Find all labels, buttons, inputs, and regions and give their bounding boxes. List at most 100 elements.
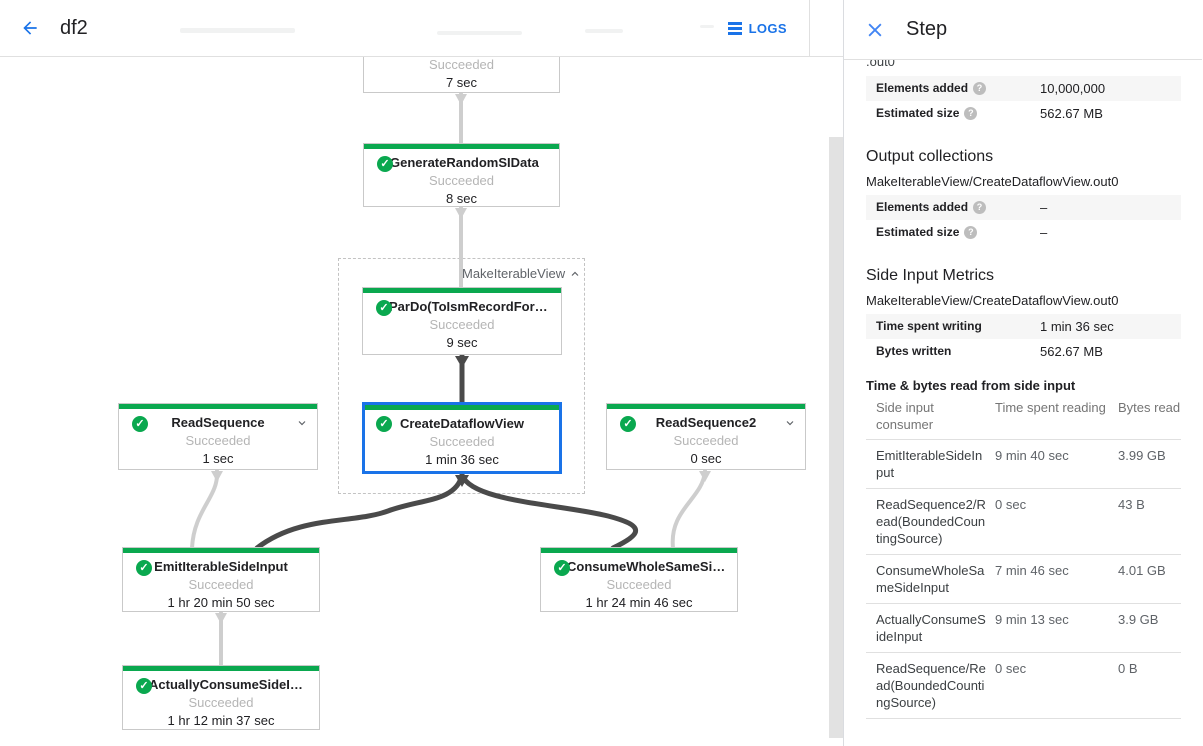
close-icon <box>868 23 882 36</box>
node-title: ParDo(ToIsmRecordFor… <box>389 299 548 314</box>
metric-value: 562.67 MB <box>1040 344 1103 359</box>
success-check-icon: ✓ <box>620 416 636 432</box>
table-row: ReadSequence/Read(BoundedCountingSource)… <box>866 652 1181 719</box>
metric-label: Bytes written <box>876 344 952 358</box>
group-label-row[interactable]: MakeIterableView <box>462 266 581 281</box>
side-input-metric-rows: Time spent writing 1 min 36 sec Bytes wr… <box>866 314 1181 364</box>
success-check-icon: ✓ <box>136 678 152 694</box>
expand-node-button[interactable] <box>296 417 308 432</box>
metric-value: – <box>1040 200 1048 215</box>
column-header: Bytes read <box>1118 400 1181 415</box>
bytes-read: 3.99 GB <box>1118 448 1166 463</box>
status-bar <box>541 548 737 553</box>
metric-row: Elements added? – <box>866 195 1181 220</box>
panel-title: Step <box>906 18 948 40</box>
node-truncated-top[interactable]: Succeeded 7 sec <box>363 57 560 93</box>
metric-row: Bytes written 562.67 MB <box>866 339 1181 364</box>
node-title: ReadSequence <box>171 415 265 430</box>
bytes-read: 3.9 GB <box>1118 612 1159 627</box>
success-check-icon: ✓ <box>132 416 148 432</box>
column-header: Side input consumer <box>876 400 934 432</box>
consumer-name: ReadSequence/Read(BoundedCountingSource) <box>876 661 986 710</box>
node-readsequence2[interactable]: ✓ ReadSequence2 Succeeded 0 sec <box>606 403 806 470</box>
metric-value: 10,000,000 <box>1040 81 1106 96</box>
success-check-icon: ✓ <box>136 560 152 576</box>
redacted-text <box>437 31 522 35</box>
chevron-down-icon <box>786 421 794 426</box>
node-title: GenerateRandomSIData <box>390 155 539 170</box>
clipped-collection-text: .out0 <box>866 60 895 69</box>
node-title: EmitIterableSideInput <box>154 559 288 574</box>
output-collection-name: MakeIterableView/CreateDataflowView.out0 <box>866 174 1119 189</box>
chevron-down-icon <box>298 421 306 426</box>
node-status: Succeeded <box>429 317 495 332</box>
node-consumewholesamesideinput[interactable]: ✓ ConsumeWholeSameSi… Succeeded 1 hr 24 … <box>540 547 738 612</box>
graph-edges <box>190 92 711 667</box>
table-row: ActuallyConsumeSideInput 9 min 13 sec 3.… <box>866 603 1181 652</box>
step-panel: Step .out0 Elements added? 10,000,000 Es… <box>844 0 1202 746</box>
expand-node-button[interactable] <box>784 417 796 432</box>
consumer-name: EmitIterableSideInput <box>876 448 983 480</box>
table-header-row: Side input consumer Time spent reading B… <box>866 397 1181 439</box>
logs-list-icon <box>727 22 742 35</box>
column-header: Time spent reading <box>995 400 1106 415</box>
node-time: 1 hr 20 min 50 sec <box>167 595 275 610</box>
node-time: 1 hr 12 min 37 sec <box>167 713 275 728</box>
help-icon[interactable]: ? <box>964 107 978 120</box>
step-panel-body[interactable]: .out0 Elements added? 10,000,000 Estimat… <box>844 60 1202 746</box>
status-bar <box>119 404 317 409</box>
metric-row: Estimated size? 562.67 MB <box>866 101 1181 126</box>
metric-value: – <box>1040 225 1048 240</box>
vertical-scrollbar[interactable] <box>829 137 843 738</box>
metric-row: Elements added? 10,000,000 <box>866 76 1181 101</box>
job-graph-canvas[interactable]: MakeIterableView Succeeded 7 sec ✓ Gener… <box>0 57 843 746</box>
node-actuallyconsumesideinput[interactable]: ✓ ActuallyConsumeSideI… Succeeded 1 hr 1… <box>122 665 320 730</box>
metric-value: 1 min 36 sec <box>1040 319 1114 334</box>
metric-row: Estimated size? – <box>866 220 1181 245</box>
node-status: Succeeded <box>428 57 495 72</box>
close-panel-button[interactable] <box>865 20 885 40</box>
step-panel-header: Step <box>844 0 1202 60</box>
help-icon[interactable]: ? <box>973 82 987 95</box>
node-title: ReadSequence2 <box>655 415 757 430</box>
node-time: 1 hr 24 min 46 sec <box>585 595 693 610</box>
node-status: Succeeded <box>429 434 495 449</box>
side-input-consumer-table: Side input consumer Time spent reading B… <box>866 397 1181 719</box>
status-bar <box>363 288 561 293</box>
time-spent-reading: 0 sec <box>995 497 1027 512</box>
node-generaterandomsidata[interactable]: ✓ GenerateRandomSIData Succeeded 8 sec <box>363 143 560 207</box>
logs-button[interactable]: LOGS <box>727 0 787 57</box>
node-status: Succeeded <box>428 173 495 188</box>
node-pardo-toismrecord[interactable]: ✓ ParDo(ToIsmRecordFor… Succeeded 9 sec <box>362 287 562 355</box>
redacted-text <box>585 29 623 33</box>
help-icon[interactable]: ? <box>964 226 978 239</box>
redacted-text <box>700 25 714 28</box>
node-status: Succeeded <box>188 695 254 710</box>
bytes-read: 43 B <box>1118 497 1145 512</box>
metric-label: Estimated size <box>876 106 960 120</box>
metric-row: Time spent writing 1 min 36 sec <box>866 314 1181 339</box>
bytes-read: 0 B <box>1118 661 1138 676</box>
arrow-left-icon <box>23 21 37 35</box>
back-button[interactable] <box>18 16 42 40</box>
node-status: Succeeded <box>185 433 251 448</box>
status-bar <box>364 144 559 149</box>
help-icon[interactable]: ? <box>973 201 987 214</box>
top-bar: df2 LOGS <box>0 0 843 57</box>
success-check-icon: ✓ <box>376 416 392 432</box>
node-createdataflowview-selected[interactable]: ✓ CreateDataflowView Succeeded 1 min 36 … <box>362 402 562 474</box>
status-bar <box>123 548 319 553</box>
success-check-icon: ✓ <box>377 156 393 172</box>
time-spent-reading: 7 min 46 sec <box>995 563 1069 578</box>
node-time: 1 min 36 sec <box>425 452 499 467</box>
node-status: Succeeded <box>188 577 254 592</box>
metric-label: Elements added <box>876 81 969 95</box>
node-emititerablesideinput[interactable]: ✓ EmitIterableSideInput Succeeded 1 hr 2… <box>122 547 320 612</box>
node-time: 0 sec <box>690 451 722 466</box>
node-title: ConsumeWholeSameSi… <box>567 559 726 574</box>
node-readsequence[interactable]: ✓ ReadSequence Succeeded 1 sec <box>118 403 318 470</box>
node-time: 1 sec <box>202 451 234 466</box>
node-status: Succeeded <box>673 433 739 448</box>
side-input-collection-name: MakeIterableView/CreateDataflowView.out0 <box>866 293 1119 308</box>
